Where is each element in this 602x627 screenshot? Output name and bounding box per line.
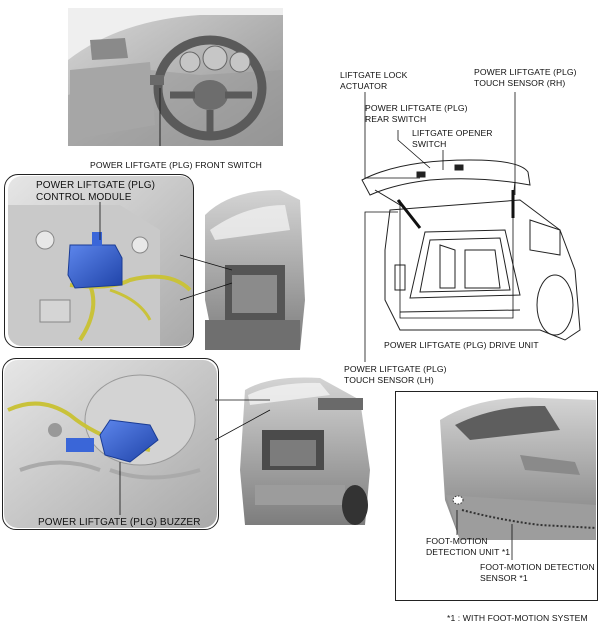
control-module-detail bbox=[8, 176, 194, 346]
buzzer-frame bbox=[2, 358, 219, 530]
label-foot-unit: FOOT-MOTION DETECTION UNIT *1 bbox=[426, 536, 511, 557]
label-foot-sensor: FOOT-MOTION DETECTION SENSOR *1 bbox=[480, 562, 595, 583]
foot-motion-car bbox=[440, 397, 596, 540]
rear-car-photo-upper bbox=[205, 190, 305, 350]
dashboard-photo bbox=[68, 8, 283, 146]
label-control-module: POWER LIFTGATE (PLG) CONTROL MODULE bbox=[36, 180, 156, 203]
control-module-frame bbox=[4, 174, 194, 348]
leader-lines bbox=[99, 92, 516, 560]
label-opener-switch: LIFTGATE OPENER SWITCH bbox=[412, 128, 493, 149]
label-buzzer: POWER LIFTGATE (PLG) BUZZER bbox=[38, 517, 201, 528]
foot-motion-frame bbox=[395, 391, 598, 601]
footnote: *1 : WITH FOOT-MOTION SYSTEM bbox=[447, 613, 588, 623]
label-rear-switch: POWER LIFTGATE (PLG) REAR SWITCH bbox=[365, 103, 468, 124]
label-lock-actuator: LIFTGATE LOCK ACTUATOR bbox=[340, 70, 408, 91]
buzzer-detail bbox=[4, 360, 217, 528]
rear-car-line-art bbox=[361, 159, 581, 341]
label-front-switch: POWER LIFTGATE (PLG) FRONT SWITCH bbox=[90, 160, 262, 170]
label-touch-sensor-rh: POWER LIFTGATE (PLG) TOUCH SENSOR (RH) bbox=[474, 67, 577, 88]
label-drive-unit: POWER LIFTGATE (PLG) DRIVE UNIT bbox=[384, 340, 539, 350]
label-touch-sensor-lh: POWER LIFTGATE (PLG) TOUCH SENSOR (LH) bbox=[344, 364, 447, 385]
rear-car-photo-lower bbox=[240, 377, 370, 525]
